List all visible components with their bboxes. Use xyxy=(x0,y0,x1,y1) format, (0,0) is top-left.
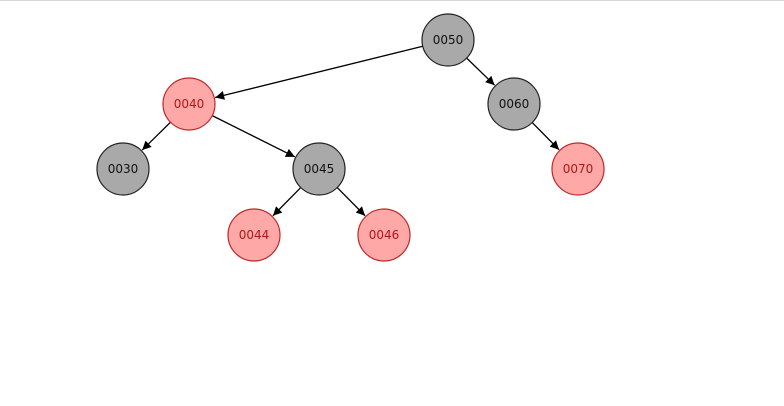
edge-0040-to-0045 xyxy=(211,115,296,158)
node-circle-0040 xyxy=(162,77,216,131)
tree-node-0070: 0070 xyxy=(551,142,605,196)
tree-node-0060: 0060 xyxy=(487,77,541,131)
edge-0040-to-0030 xyxy=(141,121,171,151)
node-label-0050: 0050 xyxy=(433,33,464,47)
node-circle-0044 xyxy=(227,208,281,262)
node-label-0044: 0044 xyxy=(239,228,270,242)
node-circle-0070 xyxy=(551,142,605,196)
node-label-0030: 0030 xyxy=(108,162,139,176)
edge-0050-to-0040 xyxy=(215,45,423,100)
edge-0060-to-0070 xyxy=(531,122,560,151)
edge-0045-to-0044 xyxy=(272,187,302,217)
node-circle-0050 xyxy=(421,13,475,67)
node-circle-0060 xyxy=(487,77,541,131)
tree-node-0030: 0030 xyxy=(96,142,150,196)
nodes-layer: 0050 0040 0060 0030 0045 0070 0044 0046 xyxy=(96,13,605,262)
node-label-0046: 0046 xyxy=(369,228,400,242)
node-circle-0046 xyxy=(357,208,411,262)
tree-node-0045: 0045 xyxy=(292,142,346,196)
node-label-0070: 0070 xyxy=(563,162,594,176)
edge-0045-to-0046 xyxy=(336,187,366,217)
node-label-0060: 0060 xyxy=(499,97,530,111)
tree-node-0044: 0044 xyxy=(227,208,281,262)
edge-0050-to-0060 xyxy=(466,57,496,86)
top-border xyxy=(0,0,784,1)
node-label-0045: 0045 xyxy=(304,162,335,176)
tree-node-0040: 0040 xyxy=(162,77,216,131)
tree-node-0050: 0050 xyxy=(421,13,475,67)
node-label-0040: 0040 xyxy=(174,97,205,111)
edges-layer xyxy=(141,45,560,217)
node-circle-0030 xyxy=(96,142,150,196)
tree-node-0046: 0046 xyxy=(357,208,411,262)
node-circle-0045 xyxy=(292,142,346,196)
